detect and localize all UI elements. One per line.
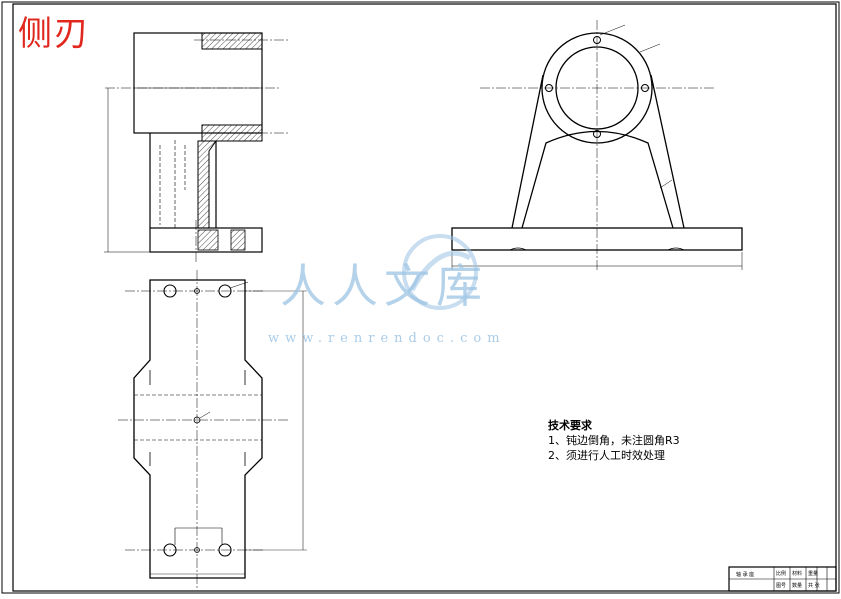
watermark-logo-text: 人人文库 [280, 259, 488, 313]
inner-frame [12, 3, 837, 592]
top-view [118, 270, 307, 590]
title-block-cell-3: 图号 [776, 583, 786, 589]
title-block-cell-4: 数量 [792, 582, 802, 589]
title-block [728, 566, 837, 592]
title-block-cell-2: 材料 [792, 570, 802, 577]
header-stamp: 侧刃 [18, 14, 90, 54]
side-view [451, 20, 743, 270]
title-block-cell-6: 共 张 [808, 582, 820, 589]
notes-item-2: 2、须进行人工时效处理 [548, 449, 665, 462]
watermark-url: www.renrendoc.com [268, 331, 506, 346]
front-section-view [104, 32, 290, 262]
notes-item-1: 1、钝边倒角，未注圆角R3 [548, 434, 680, 447]
watermark-logo-icon [402, 234, 478, 310]
title-block-cell-5: 重量 [808, 570, 818, 577]
notes-title: 技术要求 [548, 419, 592, 432]
title-block-cell-1: 比例 [776, 570, 786, 577]
title-block-name: 轴 承 座 [736, 571, 754, 578]
technical-notes: 技术要求 1、钝边倒角，未注圆角R3 2、须进行人工时效处理 [548, 418, 680, 463]
